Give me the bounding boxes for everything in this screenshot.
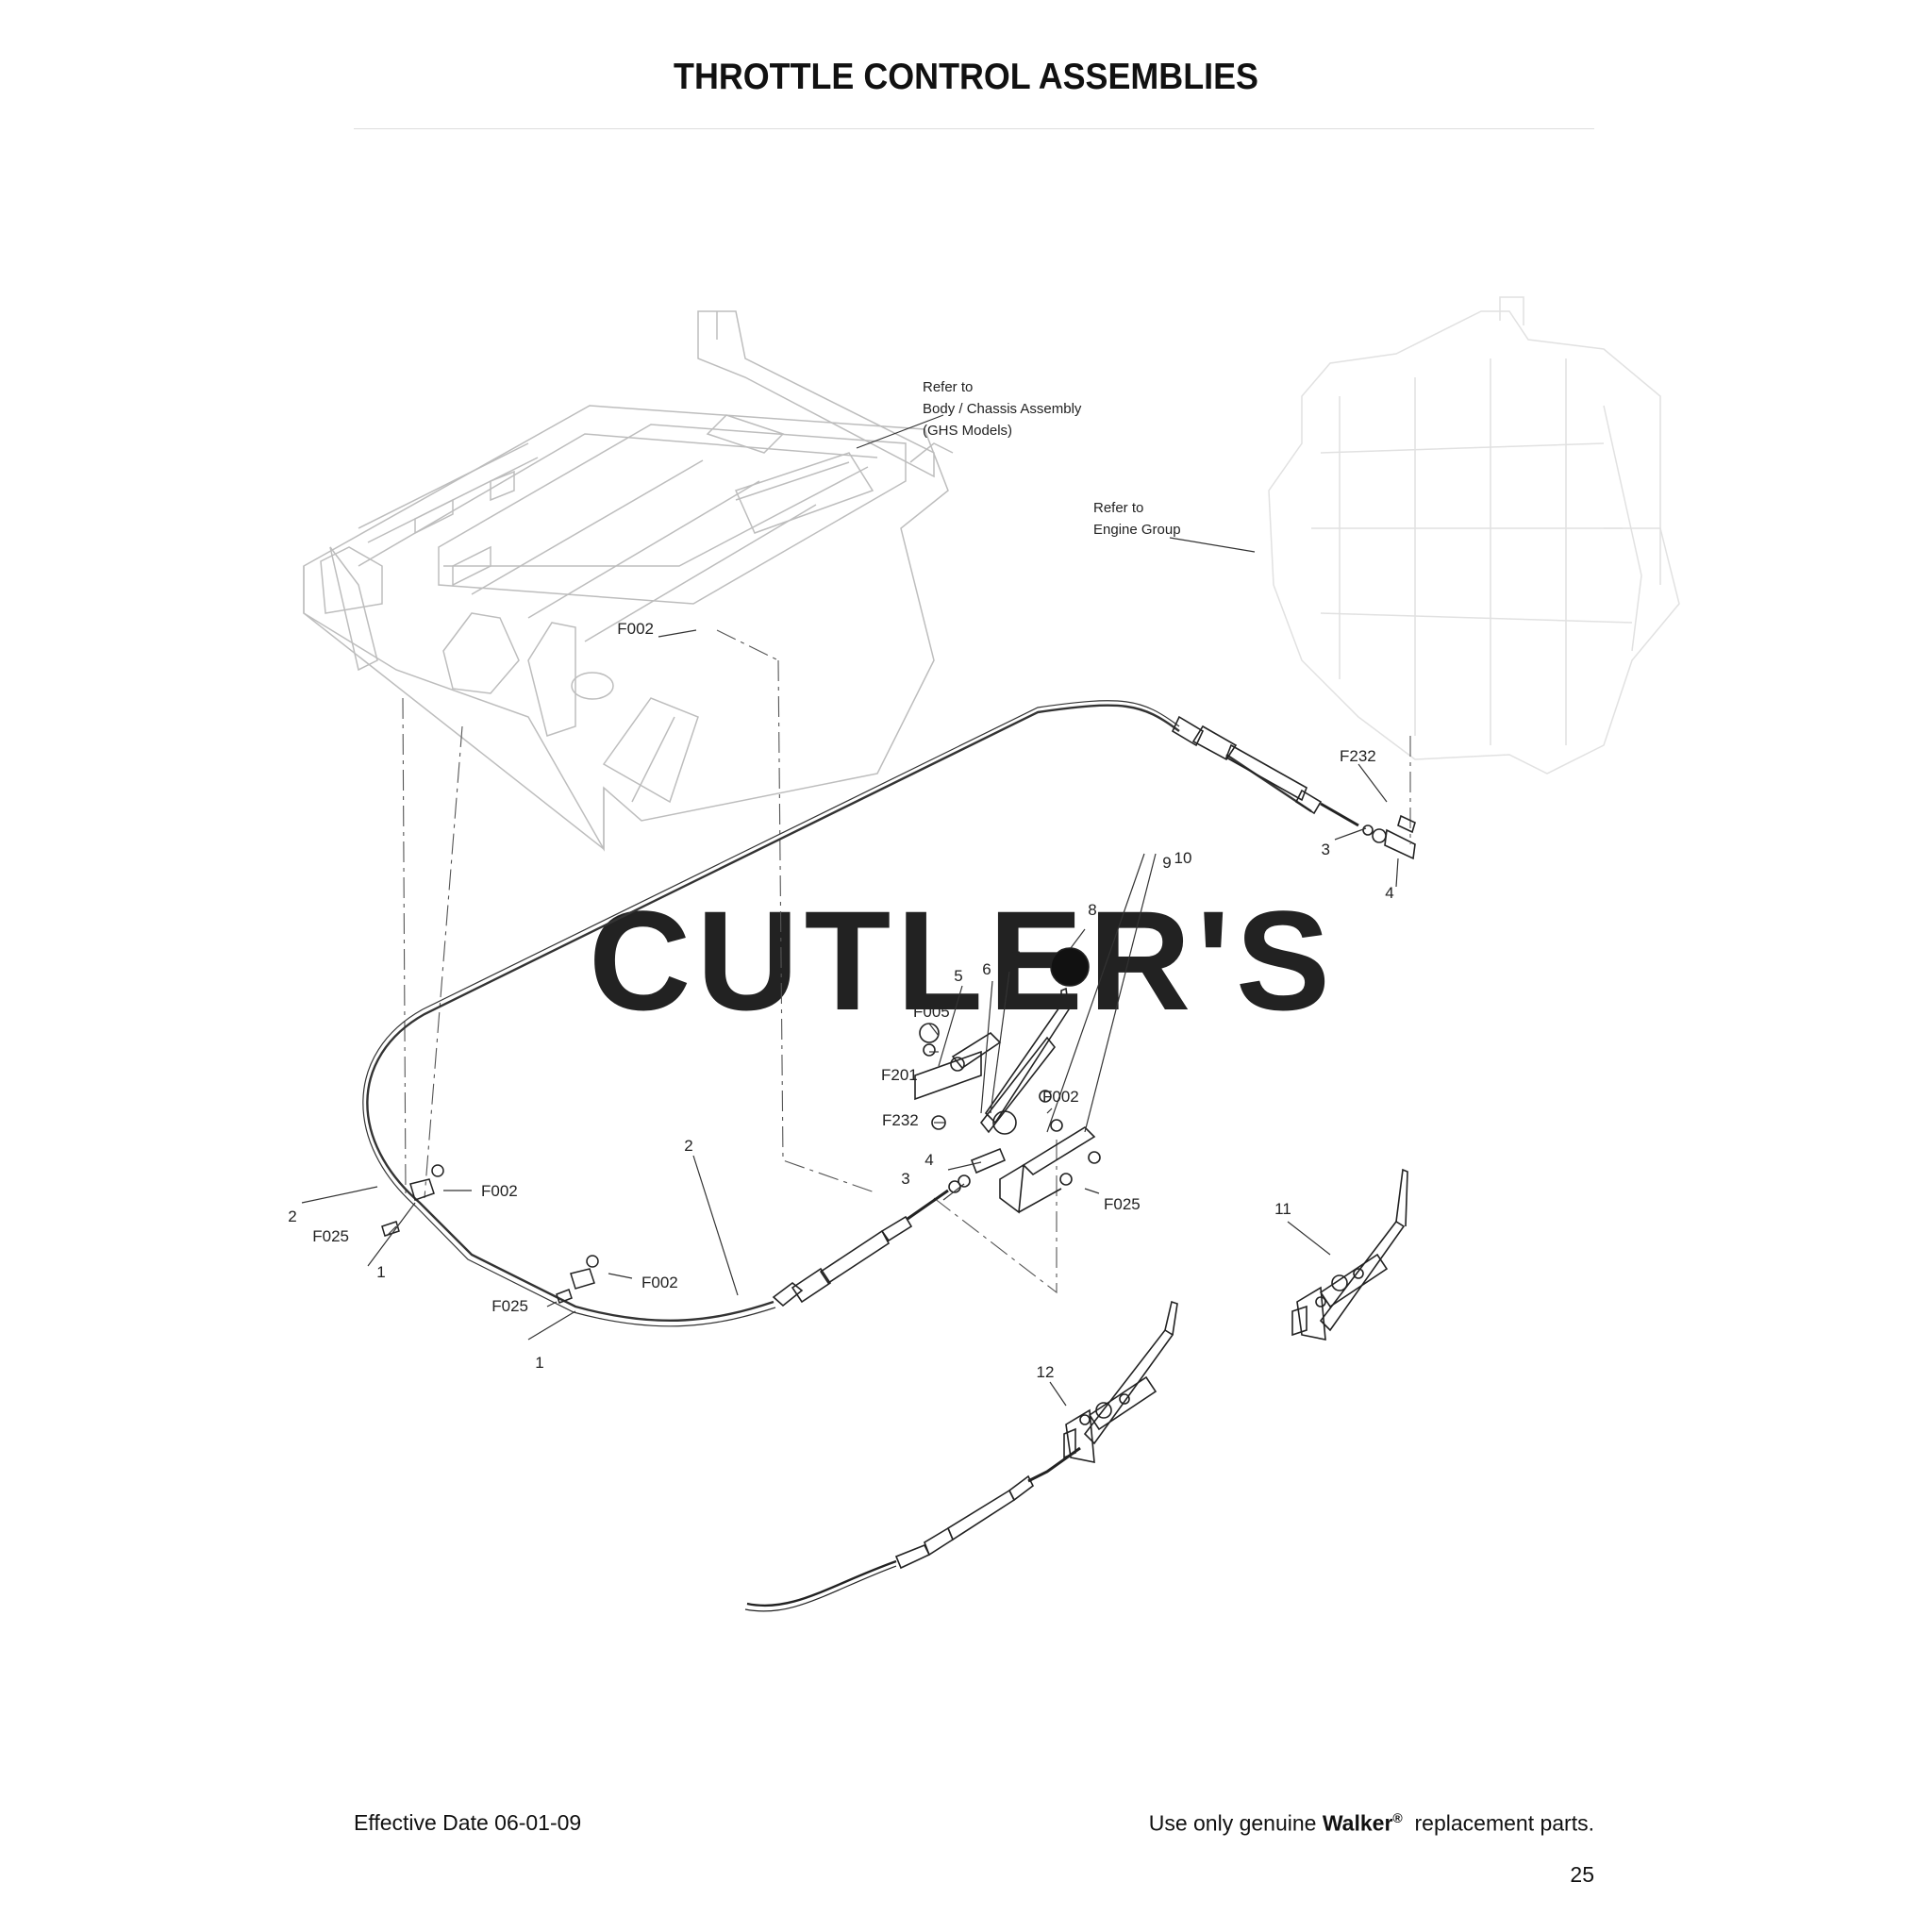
page-number: 25: [1570, 1862, 1594, 1887]
callout-11: 11: [1274, 1200, 1291, 1218]
chassis-ref-line-2: Body / Chassis Assembly: [923, 401, 1082, 417]
callout-f232: F232: [1340, 747, 1376, 765]
engine-drawing: [1268, 296, 1680, 774]
title-divider: [354, 128, 1594, 129]
callout-12: 12: [1037, 1363, 1055, 1381]
callout-10: 10: [1174, 849, 1192, 867]
knob: [1050, 947, 1090, 987]
lever-assembly-11: [1291, 1168, 1408, 1341]
callout-f025-clamp-left: F025: [312, 1227, 349, 1245]
engine-ref-line-2: Engine Group: [1093, 522, 1181, 538]
engine-end-fittings: [1171, 715, 1416, 860]
lever-end-fittings: [772, 1174, 971, 1307]
callout-f005: F005: [913, 1003, 950, 1021]
engine-ref-line-1: Refer to: [1093, 500, 1143, 516]
leader-lines: [301, 414, 1399, 1407]
callout-f201: F201: [881, 1066, 918, 1084]
callout-3: 3: [1322, 841, 1330, 858]
callout-f025-lever: F025: [1104, 1195, 1141, 1213]
control-lever-assembly: [914, 947, 1101, 1214]
callout-f002-clamp-left: F002: [481, 1182, 518, 1200]
genuine-parts-notice: Use only genuine Walker® replacement par…: [1149, 1810, 1594, 1837]
notice-prefix: Use only genuine: [1148, 1810, 1317, 1836]
page-title: THROTTLE CONTROL ASSEMBLIES: [674, 57, 1258, 97]
notice-suffix: replacement parts.: [1414, 1810, 1594, 1836]
callout-4-lever: 4: [924, 1151, 933, 1169]
callout-f002: F002: [617, 620, 654, 638]
callout-1-right: 1: [535, 1354, 543, 1372]
lever-assembly-12: [744, 1300, 1178, 1612]
callout-2-loop: 2: [288, 1208, 296, 1225]
effective-date: Effective Date 06-01-09: [354, 1810, 582, 1835]
callout-f002-clamp-right: F002: [641, 1274, 678, 1291]
callout-1-left: 1: [376, 1263, 385, 1281]
callout-9: 9: [1162, 854, 1171, 872]
callout-8: 8: [1088, 901, 1096, 919]
callout-7: 7: [1011, 948, 1020, 966]
callout-f002-lever: F002: [1042, 1088, 1079, 1106]
watermark-text: CUTLER'S: [589, 881, 1336, 1040]
callout-6: 6: [982, 960, 991, 978]
callout-4: 4: [1385, 884, 1393, 902]
alignment-lines: [402, 629, 1411, 1294]
cable-clamps: [381, 1164, 599, 1304]
chassis-drawing: [303, 310, 954, 852]
callout-f232-lever: F232: [882, 1111, 919, 1129]
callout-f025-clamp-right: F025: [491, 1297, 528, 1315]
callout-3-lever: 3: [901, 1170, 909, 1188]
registered-mark: ®: [1392, 1810, 1403, 1825]
chassis-ref-line-1: Refer to: [923, 379, 973, 395]
callout-5: 5: [954, 967, 962, 985]
callout-2-cable: 2: [684, 1137, 692, 1155]
chassis-ref-line-3: (GHS Models): [923, 423, 1012, 439]
brand-name: Walker: [1322, 1810, 1393, 1836]
